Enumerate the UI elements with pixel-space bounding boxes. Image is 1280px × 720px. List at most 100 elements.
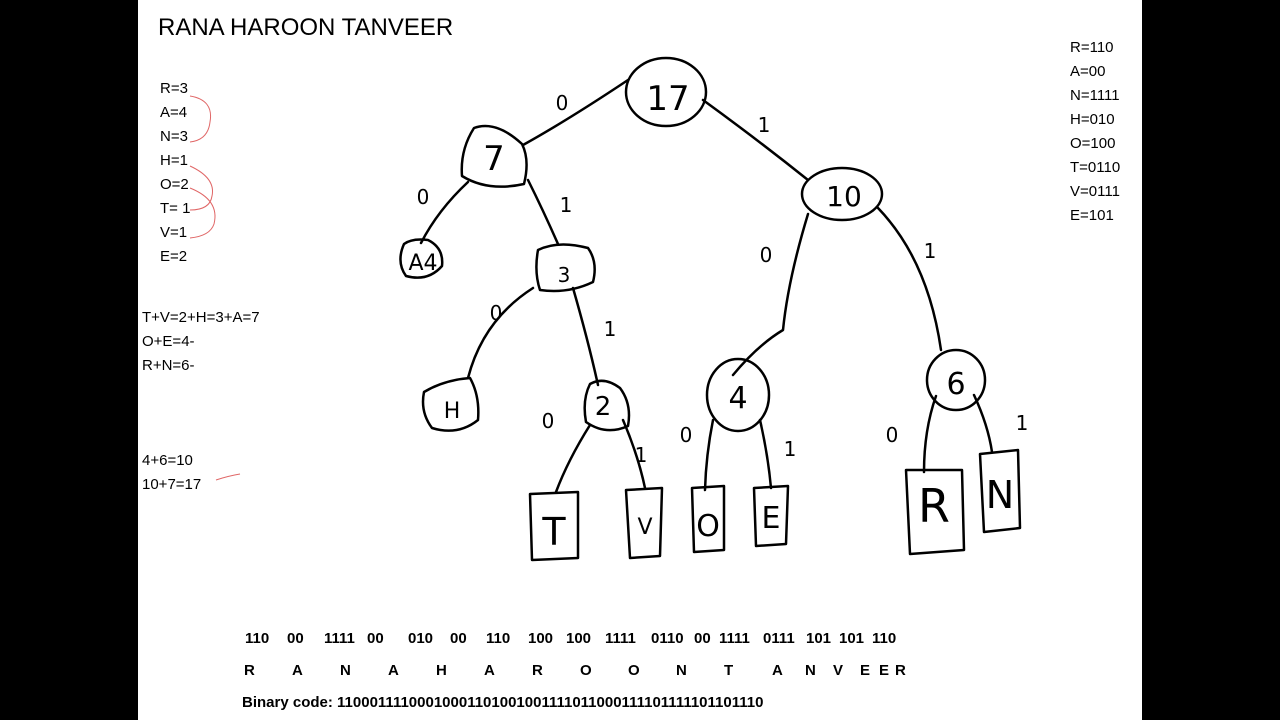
- code-item: H=010: [1070, 111, 1115, 128]
- huffman-tree: 17 7 10 3 2 4 6 A4 H T V O E R N 0 1 0 1…: [189, 56, 1029, 562]
- frequency-item: R=3: [160, 80, 188, 97]
- tree-leaf: [399, 238, 444, 279]
- edge-label: 1: [560, 193, 573, 217]
- encoding-code: 00: [694, 630, 711, 647]
- tree-edge: [701, 98, 810, 182]
- tree-edge: [731, 212, 810, 377]
- encoding-letter: O: [580, 662, 592, 679]
- tree-node: [535, 243, 596, 293]
- bracket-mark: [189, 187, 216, 239]
- encoding-code: 0110: [651, 630, 684, 647]
- encoding-code: 1111: [719, 630, 750, 647]
- tree-edge: [703, 418, 715, 492]
- frequency-item: N=3: [160, 128, 188, 145]
- tree-leaf: [624, 486, 664, 560]
- tree-leaf: [690, 484, 726, 554]
- leaf-label: A4: [408, 251, 437, 276]
- edge-label: 0: [886, 423, 899, 447]
- encoding-code: 100: [528, 630, 554, 647]
- encoding-code: 00: [287, 630, 304, 647]
- tree-edge: [758, 418, 773, 490]
- calculation-item: R+N=6-: [142, 357, 195, 374]
- tree-node: [460, 124, 528, 188]
- frequency-item: E=2: [160, 248, 188, 265]
- tree-edge: [972, 393, 994, 454]
- edge-label: 1: [1016, 411, 1029, 435]
- edge-label: 0: [490, 301, 503, 325]
- node-label: 7: [483, 139, 505, 179]
- encoding-code: 00: [450, 630, 467, 647]
- bracket-mark: [215, 473, 241, 481]
- encoding-code: 1111: [324, 630, 355, 647]
- bracket-mark: [189, 165, 214, 211]
- edge-label: 1: [604, 317, 617, 341]
- encoding-code: 00: [367, 630, 384, 647]
- leaf-label: V: [637, 515, 652, 540]
- tree-leaf: [752, 484, 790, 548]
- frequency-item: T= 1: [160, 200, 191, 217]
- edge-label: 0: [542, 409, 555, 433]
- binary-code: Binary code: 110001111000100011010010011…: [242, 694, 764, 711]
- encoding-code: 1111: [605, 630, 636, 647]
- frequency-item: H=1: [160, 152, 188, 169]
- leaf-label: O: [696, 509, 720, 544]
- tree-edge: [419, 180, 470, 245]
- calculation-item: 10+7=17: [142, 476, 202, 493]
- edge-label: 1: [924, 239, 937, 263]
- edge-label: 1: [758, 113, 771, 137]
- leaf-label: R: [918, 479, 950, 533]
- tree-edge: [922, 394, 938, 474]
- tree-edge: [521, 78, 630, 147]
- encoding-code: 100: [566, 630, 592, 647]
- calculation-list: T+V=2+H=3+A=7 O+E=4- R+N=6-: [142, 306, 260, 378]
- calculation-item: 4+6=10: [142, 452, 193, 469]
- encoding-letter: A: [772, 662, 783, 679]
- encoding-letter: N: [676, 662, 687, 679]
- frequency-item: O=2: [160, 176, 189, 193]
- encoding-letter: N: [805, 662, 816, 679]
- tree-edge: [876, 206, 943, 352]
- encoding-letter: T: [724, 662, 734, 679]
- encoding-code: 110: [245, 630, 270, 647]
- tree-node: [624, 56, 708, 128]
- leaf-label: T: [541, 510, 566, 554]
- tree-edge: [466, 286, 535, 380]
- encoding-letter: A: [484, 662, 495, 679]
- encoding-letter: E: [860, 662, 871, 679]
- code-item: V=0111: [1070, 183, 1120, 200]
- encoding-letter: H: [436, 662, 447, 679]
- node-label: 10: [826, 180, 862, 213]
- node-label: 17: [646, 79, 689, 119]
- leaf-label: N: [986, 473, 1014, 517]
- tree-edge: [554, 423, 592, 494]
- encoding-letter: O: [628, 662, 640, 679]
- tree-edge: [526, 178, 560, 246]
- tree-node: [583, 379, 631, 432]
- edge-label: 1: [635, 443, 648, 467]
- tree-leaf: [904, 468, 966, 556]
- frequency-item: A=4: [160, 104, 188, 121]
- encoding-letter: E: [879, 662, 890, 679]
- code-item: R=110: [1070, 39, 1114, 56]
- tree-edge: [571, 286, 600, 387]
- edge-label: 0: [556, 91, 569, 115]
- leaf-label: H: [444, 399, 461, 424]
- encoding-code: 110: [872, 630, 897, 647]
- sum-calculation-list: 4+6=10 10+7=17: [142, 449, 201, 497]
- encoding-code: 010: [408, 630, 434, 647]
- node-label: 3: [558, 263, 571, 287]
- encoding-letter: N: [340, 662, 351, 679]
- whiteboard-canvas: RANA HAROON TANVEER R=3 A=4 N=3 H=1 O=2 …: [138, 0, 1142, 720]
- code-item: N=1111: [1070, 87, 1120, 104]
- encoding-letter: R: [244, 662, 255, 679]
- encoding-code: 101: [806, 630, 832, 647]
- code-item: E=101: [1070, 207, 1114, 224]
- code-list: R=110 A=00 N=1111 H=010 O=100 T=0110 V=0…: [1070, 36, 1120, 228]
- encoding-letter: R: [532, 662, 543, 679]
- tree-node: [800, 166, 884, 222]
- node-label: 2: [595, 392, 612, 422]
- frequency-item: V=1: [160, 224, 188, 241]
- tree-node: [925, 348, 987, 412]
- encoding-letter: A: [292, 662, 303, 679]
- code-item: T=0110: [1070, 159, 1121, 176]
